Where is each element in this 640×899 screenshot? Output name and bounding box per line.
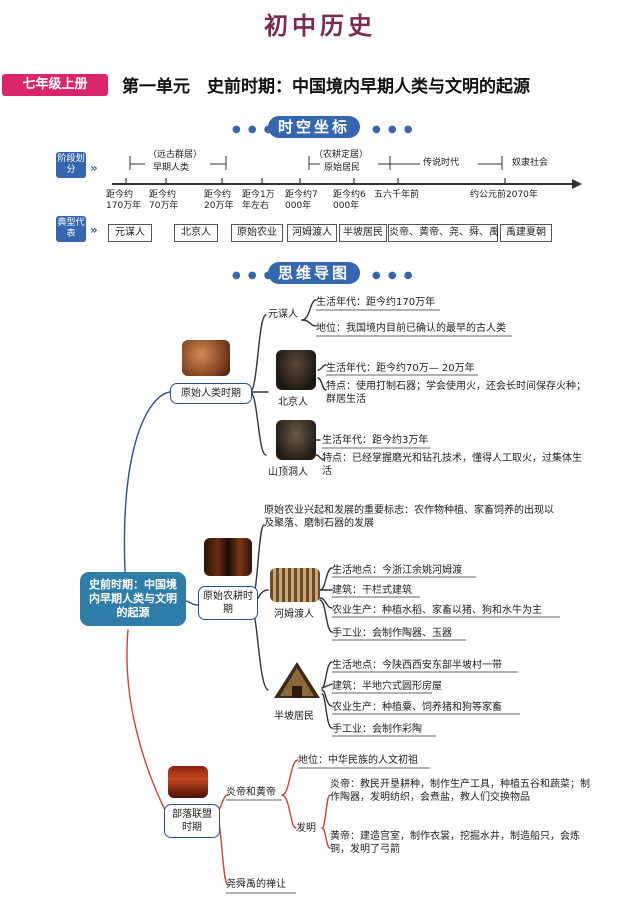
tick-label: 距今约6 000年 — [333, 190, 366, 211]
stage-label: 阶段划分 — [56, 152, 86, 178]
section-mindmap-title: 思维导图 — [268, 262, 361, 284]
stage-early-humans: 早期人类 — [153, 163, 190, 173]
node-hemudu: 河姆渡人 — [274, 609, 314, 620]
banpo-craft: 手工业：会制作彩陶 — [332, 724, 422, 735]
tick-label: 距今约170万年 — [106, 190, 142, 211]
decor-dots-left: ● ● ● — [232, 124, 275, 135]
beijing-age: 生活年代：距今约70万— 20万年 — [326, 363, 475, 374]
tick-label: 约公元前2070年 — [470, 190, 538, 200]
timeline-graphic: » » — [90, 156, 582, 237]
stage-primitive-group: （远古群居） — [148, 150, 203, 160]
node-yanhuang: 炎帝和黄帝 — [226, 787, 276, 798]
hemudu-building: 建筑：干栏式建筑 — [332, 585, 412, 596]
node-banpo: 半坡居民 — [274, 711, 314, 722]
node-shanding: 山顶洞人 — [268, 467, 308, 478]
node-beijing: 北京人 — [278, 397, 308, 408]
yanhuang-status: 地位：中华民族的人文初祖 — [298, 755, 418, 766]
hemudu-craft: 手工业：会制作陶器、玉器 — [332, 628, 452, 639]
round-hut-image — [274, 662, 320, 698]
section-timeline-title: 时空坐标 — [268, 116, 361, 138]
rep-beijing: 北京人 — [174, 224, 218, 242]
farming-sign: 原始农业兴起和发展的重要标志：农作物种植、家畜饲养的出现以及聚落、磨制石器的发展 — [264, 505, 554, 529]
hemudu-place: 生活地点：今浙江余姚河姆渡 — [332, 565, 462, 576]
chevron-icon: » — [90, 161, 98, 175]
beijing-bust-image — [276, 350, 316, 390]
mindmap-center: 史前时期：中国境内早期人类与文明的起源 — [80, 572, 186, 626]
stage-legend-era: 传说时代 — [423, 158, 460, 168]
node-yuanmou: 元谋人 — [268, 309, 298, 320]
banpo-agriculture: 农业生产：种植粟、饲养猪和狗等家畜 — [332, 702, 502, 713]
shanding-age: 生活年代：距今约3万年 — [322, 435, 429, 446]
yandi-detail: 炎帝：教民开垦耕种，制作生产工具，种植五谷和蔬菜；制作陶器，发明纺织，会煮盐，教… — [330, 779, 590, 803]
tick-label: 距今1万年左右 — [242, 190, 275, 211]
beijing-feature: 特点：使用打制石器；学会使用火，还会长时间保存火种；群居生活 — [326, 381, 586, 405]
grade-badge: 七年级上册 — [2, 74, 108, 96]
node-abdication: 尧舜禹的禅让 — [226, 879, 286, 890]
temple-image — [168, 766, 208, 798]
branch-tribal-alliance: 部落联盟时期 — [164, 804, 220, 838]
rep-yuanmou: 元谋人 — [108, 224, 152, 242]
rep-legends: 炎帝、黄帝、尧、舜、禹 — [388, 224, 499, 242]
yuanmou-status: 地位：我国境内目前已确认的最早的古人类 — [316, 323, 506, 334]
stage-slave-society: 奴隶社会 — [512, 158, 549, 168]
rep-xia: 禹建夏朝 — [500, 224, 552, 242]
tick-label: 距今约70万年 — [149, 190, 179, 211]
pottery-image — [204, 538, 252, 576]
node-invention: 发明 — [296, 823, 316, 834]
decor-dots-left: ● ● ● — [232, 270, 275, 281]
representative-label: 典型代表 — [56, 216, 86, 242]
decor-dots-right: ● ● ● — [372, 124, 415, 135]
tick-label: 五六千年前 — [374, 190, 420, 200]
stage-farming: （农耕定居） — [314, 150, 369, 160]
stilt-house-image — [270, 568, 320, 602]
tick-label: 距今约20万年 — [204, 190, 234, 211]
shanding-bust-image — [276, 420, 316, 460]
decor-dots-right: ● ● ● — [372, 270, 415, 281]
yuanmou-age: 生活年代：距今约170万年 — [316, 297, 436, 308]
banpo-place: 生活地点：今陕西西安东部半坡村一带 — [332, 660, 502, 671]
page-title: 初中历史 — [264, 12, 376, 40]
unit-heading: 第一单元 史前时期：中国境内早期人类与文明的起源 — [122, 77, 530, 97]
shanding-feature: 特点：已经掌握磨光和钻孔技术，懂得人工取火，过集体生活 — [322, 453, 582, 477]
stage-primitive-residents: 原始居民 — [324, 163, 361, 173]
branch-primitive-humans: 原始人类时期 — [170, 383, 252, 404]
rep-agriculture: 原始农业 — [231, 224, 283, 242]
rep-hemudu: 河姆渡人 — [287, 224, 337, 242]
tick-label: 距今约7 000年 — [285, 190, 318, 211]
huangdi-detail: 黄帝：建造宫室，制作衣裳，挖掘水井，制造船只，会炼铜，发明了弓箭 — [330, 831, 580, 855]
skull-image — [182, 340, 230, 376]
hemudu-agriculture: 农业生产：种植水稻、家畜以猪、狗和水牛为主 — [332, 605, 542, 616]
branch-farming: 原始农耕时期 — [198, 586, 258, 620]
banpo-building: 建筑：半地穴式圆形房屋 — [332, 681, 442, 692]
chevron-icon: » — [90, 223, 98, 237]
rep-banpo: 半坡居民 — [339, 224, 387, 242]
